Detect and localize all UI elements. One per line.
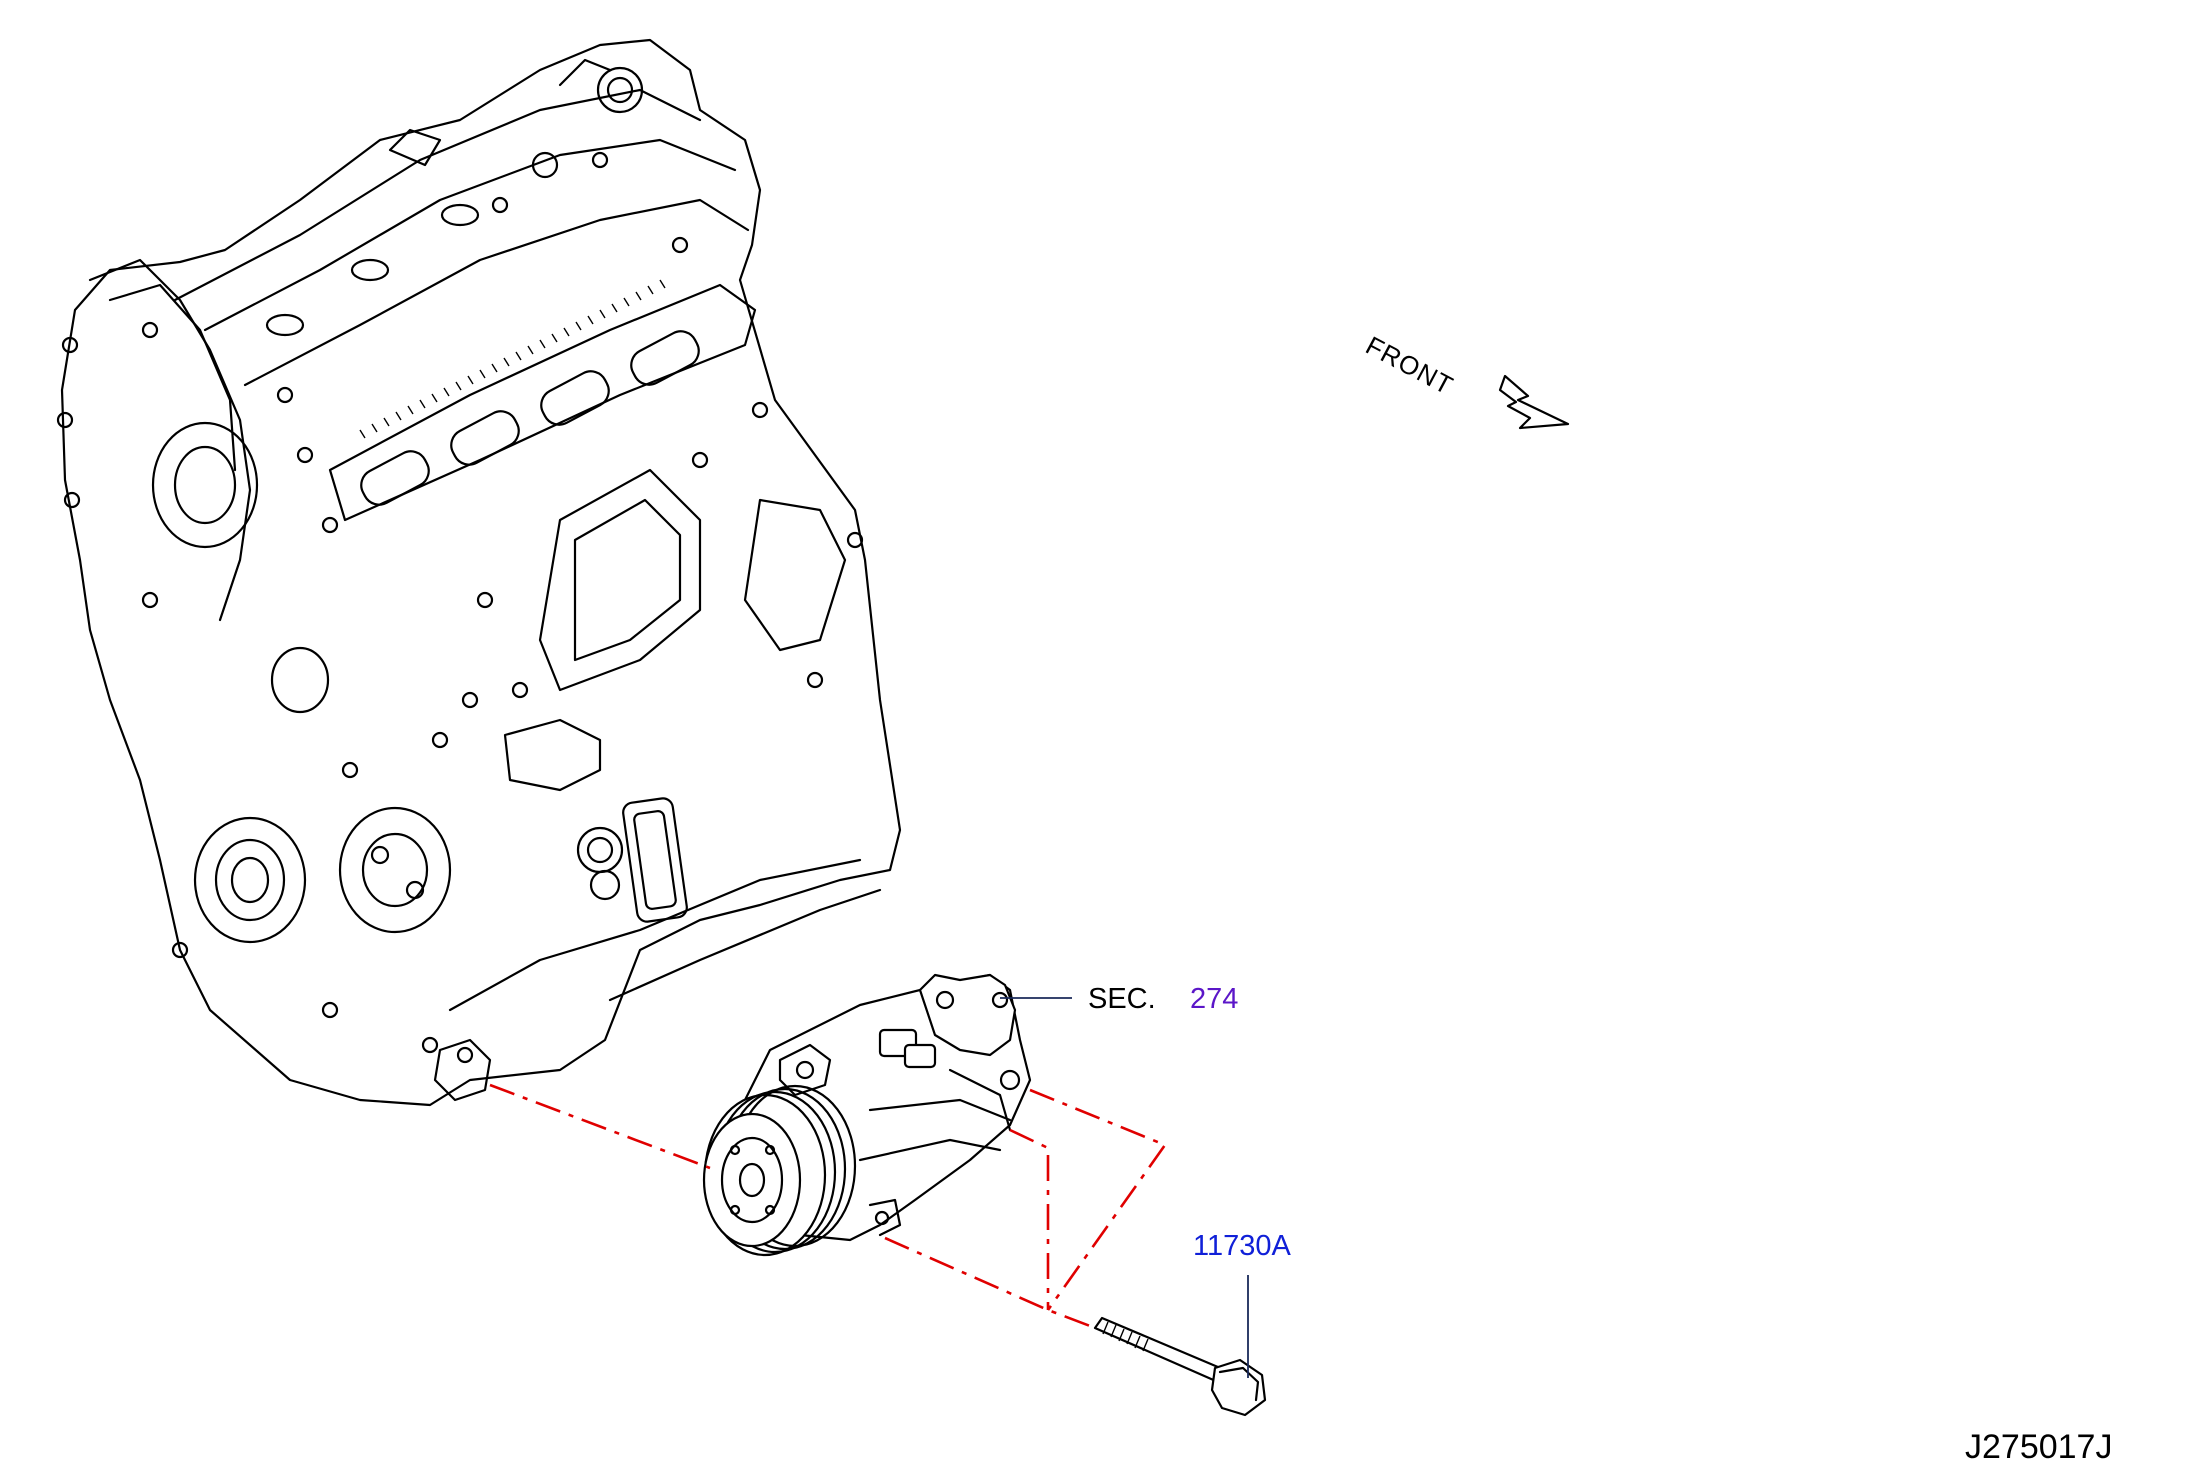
leader-lines [1000,997,1249,1378]
ac-compressor [702,973,1032,1257]
mounting-bolt [1093,1316,1267,1417]
part-number-link[interactable]: 11730A [1193,1230,1291,1262]
diagram-id: J275017J [1965,1428,2113,1466]
assembly-lines [489,1083,1168,1328]
section-reference-link[interactable]: 274 [1190,983,1239,1015]
front-arrow-icon [1498,374,1570,430]
section-reference-prefix: SEC. [1088,983,1156,1015]
engine-block [56,38,902,1107]
